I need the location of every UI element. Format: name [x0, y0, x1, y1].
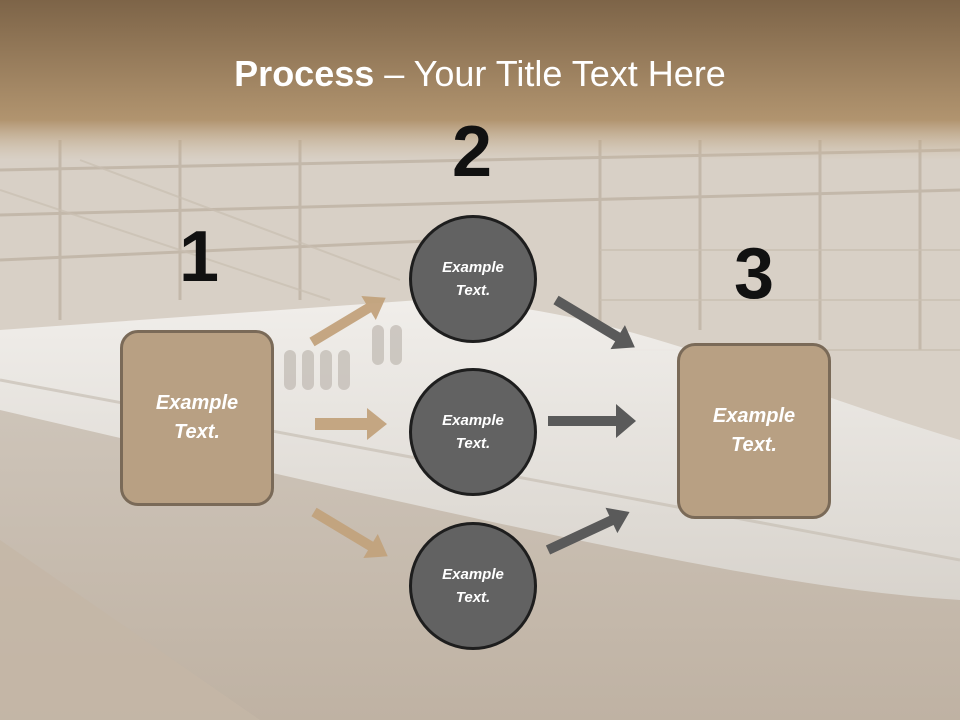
step-3-box: Example Text. [677, 343, 831, 519]
circle-top-text: Example Text. [442, 259, 504, 299]
title-rest: – Your Title Text Here [374, 53, 726, 94]
step-3-text: Example Text. [712, 405, 796, 456]
circle-bottom-text: Example Text. [442, 566, 504, 606]
process-circle-top: Example Text. [409, 215, 537, 343]
page-title: Process – Your Title Text Here [0, 52, 960, 96]
process-circle-middle: Example Text. [409, 368, 537, 496]
step-1-text: Example Text. [155, 392, 239, 443]
title-bold: Process [234, 53, 375, 94]
step-1-box: Example Text. [120, 330, 274, 506]
process-circle-bottom: Example Text. [409, 522, 537, 650]
step-number-2: 2 [451, 112, 493, 192]
circle-middle-text: Example Text. [442, 412, 504, 452]
step-number-1: 1 [178, 217, 220, 297]
step-number-3: 3 [733, 234, 775, 314]
